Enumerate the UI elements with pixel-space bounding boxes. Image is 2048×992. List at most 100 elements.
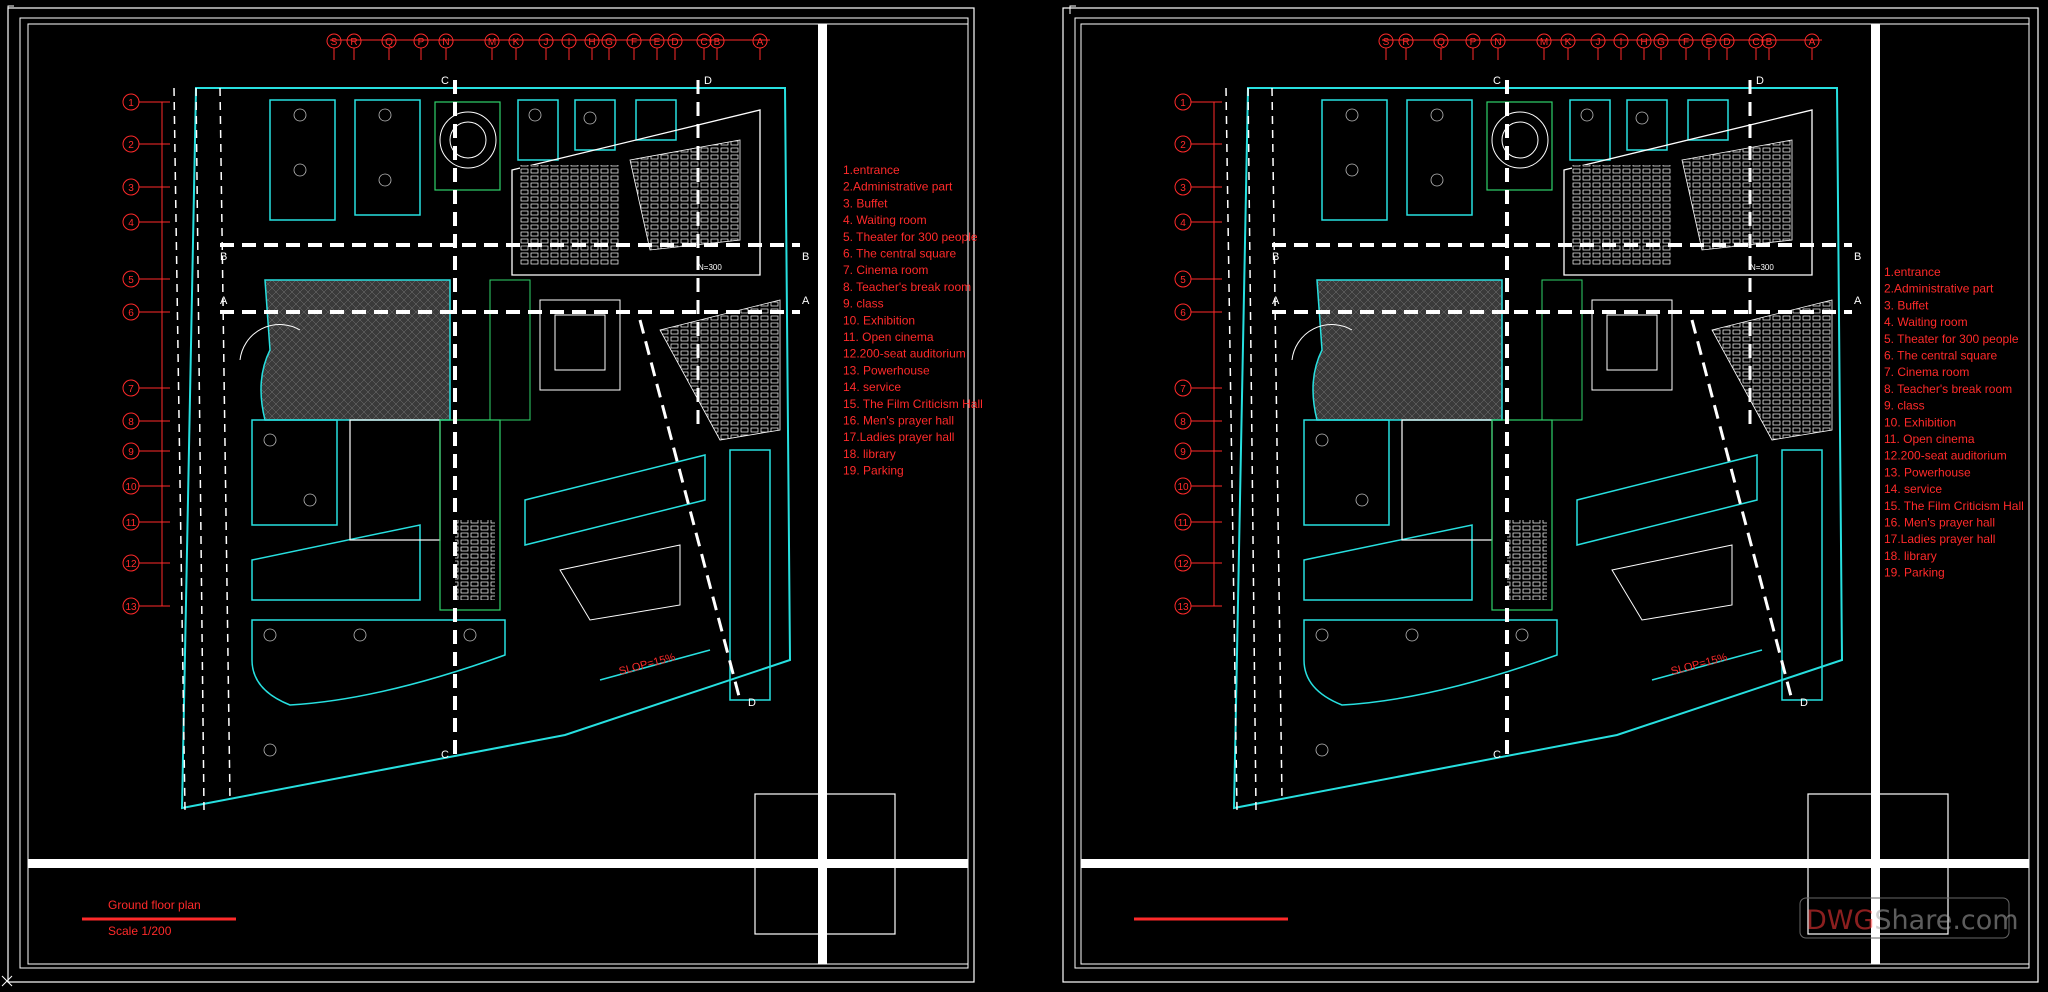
- legend-item: 1.entrance: [1884, 265, 1941, 279]
- grid-label-col: B: [714, 37, 721, 48]
- grid-label-col: A: [757, 37, 764, 48]
- legend-item: 16. Men's prayer hall: [1884, 516, 1995, 530]
- grid-label-col: N: [442, 37, 449, 48]
- grid-label-col: I: [1620, 37, 1623, 48]
- grid-label-col: K: [513, 37, 520, 48]
- grid-label-col: A: [1809, 37, 1816, 48]
- grid-label-row: 12: [1177, 559, 1189, 570]
- legend-item: 14. service: [843, 380, 901, 394]
- grid-label-col: R: [1402, 37, 1409, 48]
- legend-item: 8. Teacher's break room: [843, 280, 971, 294]
- grid-label-col: D: [1723, 37, 1730, 48]
- grid-label-row: 5: [128, 275, 134, 286]
- grid-label-col: J: [544, 37, 549, 48]
- legend-item: 6. The central square: [1884, 349, 1998, 363]
- grid-label-col: Q: [1437, 37, 1445, 48]
- corner-marks: [1, 5, 1076, 987]
- section-marker-d: D: [1756, 75, 1764, 87]
- section-marker-c: C: [441, 749, 449, 761]
- legend-item: 5. Theater for 300 people: [843, 230, 978, 244]
- grid-label-row: 6: [1180, 308, 1186, 319]
- section-marker-a: A: [802, 295, 810, 307]
- grid-label-row: 9: [1180, 447, 1186, 458]
- grid-label-row: 1: [128, 98, 134, 109]
- grid-label-row: 11: [1178, 518, 1189, 529]
- title-block-box: [1807, 793, 1949, 935]
- drawing-title: Ground floor plan: [108, 898, 201, 912]
- grid-label-col: K: [1565, 37, 1572, 48]
- grid-label-row: 8: [128, 417, 134, 428]
- title-block-box: [754, 793, 896, 935]
- legend-item: 17.Ladies prayer hall: [1884, 532, 1995, 546]
- legend-item: 11. Open cinema: [843, 330, 934, 344]
- legend-item: 3. Buffet: [843, 196, 888, 210]
- grid-label-col: M: [488, 37, 496, 48]
- sheet-outer-border: [1062, 7, 2039, 983]
- grid-label-row: 12: [125, 559, 137, 570]
- grid-label-row: 1: [1180, 98, 1186, 109]
- grid-label-col: F: [1683, 37, 1689, 48]
- legend-item: 10. Exhibition: [1884, 415, 1956, 429]
- section-marker-c: C: [1493, 75, 1501, 87]
- grid-label-row: 10: [125, 482, 137, 493]
- grid-label-row: 6: [128, 308, 134, 319]
- grid-label-row: 13: [1177, 602, 1189, 613]
- grid-label-row: 5: [1180, 275, 1186, 286]
- grid-label-row: 7: [1180, 384, 1186, 395]
- section-marker-c: C: [1493, 749, 1501, 761]
- legend-item: 9. class: [1884, 399, 1925, 413]
- grid-label-col: M: [1540, 37, 1548, 48]
- legend-item: 15. The Film Criticism Hall: [843, 397, 983, 411]
- grid-label-row: 8: [1180, 417, 1186, 428]
- grid-label-col: P: [1470, 37, 1477, 48]
- legend-item: 9. class: [843, 297, 884, 311]
- legend-item: 16. Men's prayer hall: [843, 414, 954, 428]
- section-marker-a: A: [220, 295, 228, 307]
- grid-label-col: C: [1752, 37, 1759, 48]
- legend-item: 3. Buffet: [1884, 298, 1929, 312]
- grid-label-col: S: [331, 37, 338, 48]
- section-marker-d: D: [748, 697, 756, 709]
- legend-item: 5. Theater for 300 people: [1884, 332, 2019, 346]
- legend-item: 18. library: [843, 447, 896, 461]
- grid-label-col: D: [671, 37, 678, 48]
- drawing-scale: Scale 1/200: [108, 924, 172, 938]
- sheet-frame: [1080, 23, 2030, 965]
- legend-item: 7. Cinema room: [843, 263, 928, 277]
- legend-item: 12.200-seat auditorium: [1884, 449, 2007, 463]
- title-band: [28, 859, 968, 868]
- section-marker-b: B: [1272, 251, 1279, 263]
- grid-label-col: G: [605, 37, 613, 48]
- legend-item: 2.Administrative part: [843, 180, 953, 194]
- grid-label-col: B: [1766, 37, 1773, 48]
- grid-label-row: 3: [128, 183, 134, 194]
- legend-item: 8. Teacher's break room: [1884, 382, 2012, 396]
- grid-label-row: 9: [128, 447, 134, 458]
- grid-label-row: 7: [128, 384, 134, 395]
- legend-item: 19. Parking: [1884, 566, 1945, 580]
- grid-label-col: G: [1657, 37, 1665, 48]
- section-marker-d: D: [1800, 697, 1808, 709]
- section-marker-a: A: [1854, 295, 1862, 307]
- grid-label-row: 11: [126, 518, 137, 529]
- floor-plan-right: [1212, 38, 1854, 812]
- grid-label-col: H: [588, 37, 595, 48]
- legend-item: 4. Waiting room: [843, 213, 927, 227]
- grid-label-col: P: [418, 37, 425, 48]
- grid-label-col: F: [631, 37, 637, 48]
- left-drawing-sheet: Ground floor plan Scale 1/200 1.entrance…: [7, 7, 983, 983]
- section-marker-a: A: [1272, 295, 1280, 307]
- sheet-frame: [27, 23, 969, 965]
- legend-item: 15. The Film Criticism Hall: [1884, 499, 2024, 513]
- grid-label-col: H: [1640, 37, 1647, 48]
- grid-label-row: 10: [1177, 482, 1189, 493]
- section-marker-b: B: [1854, 251, 1861, 263]
- legend-item: 13. Powerhouse: [843, 363, 930, 377]
- legend-item: 1.entrance: [843, 163, 900, 177]
- grid-label-row: 2: [128, 140, 134, 151]
- grid-label-col: S: [1383, 37, 1390, 48]
